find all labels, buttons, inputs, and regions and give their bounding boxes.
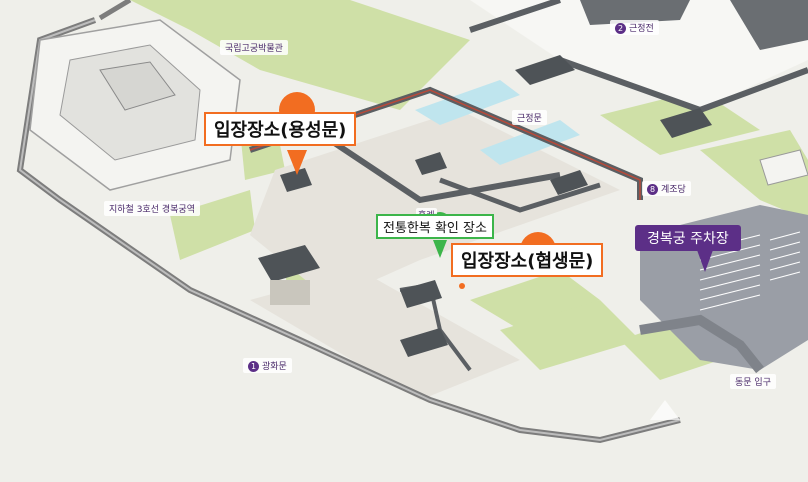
inner-gate-roof (415, 152, 447, 175)
marker-parking[interactable]: 경복궁 주차장 (635, 225, 741, 251)
grass-west (170, 190, 255, 260)
water-channel-2 (480, 120, 580, 165)
marker-hanbok-check[interactable]: 전통한복 확인 장소 (376, 214, 494, 239)
dot-hyeopsaengmun (459, 283, 465, 289)
number-2-icon: 2 (615, 23, 626, 34)
number-1-icon: 1 (248, 361, 259, 372)
marker-entrance-yongseongmun[interactable]: 입장장소(용성문) (204, 112, 357, 146)
east-road (639, 314, 764, 374)
east-office (759, 149, 808, 186)
gwanghwamun-roof (258, 245, 320, 282)
pin-yongseongmun (287, 150, 307, 175)
label-east-gate: 동문 입구 (730, 374, 776, 389)
inner-wall-mid (328, 137, 561, 204)
label-subway: 지하철 3호선 경복궁역 (104, 201, 200, 216)
number-8-icon: 8 (647, 184, 658, 195)
north-court (470, 0, 808, 110)
bottom-arrow (650, 400, 680, 420)
outer-plaza (250, 270, 520, 400)
east-pavilion-roof (550, 170, 588, 195)
grass-center-2 (500, 300, 640, 370)
wall-north (98, 0, 132, 21)
geunjeongmun-roof (515, 55, 575, 85)
yongseongmun-roof (280, 168, 312, 192)
label-museum: 국립고궁박물관 (220, 40, 288, 55)
marker-entrance-hyeopsaengmun[interactable]: 입장장소(협생문) (451, 243, 604, 277)
south-pavilion-roof (400, 328, 448, 357)
plaza (250, 110, 620, 300)
gwanghwamun-base (270, 280, 310, 305)
geunjeongjeon-roof (580, 0, 690, 25)
grass-center (470, 270, 600, 330)
outer-wall-inner (18, 19, 681, 442)
label-geunjeongmun: 근정문 (512, 110, 547, 125)
gyejodang-roof (660, 108, 712, 138)
inner-wall-south (439, 177, 601, 213)
ne-building-roof (730, 0, 808, 50)
grass-museum-north (130, 0, 470, 110)
museum-top (99, 61, 176, 111)
water-channel (415, 80, 520, 125)
grass-east-2 (700, 130, 808, 220)
pin-hanbok (433, 240, 447, 258)
hyeopsaengmun-roof (400, 280, 442, 308)
north-wall (469, 0, 561, 33)
pin-parking (697, 250, 713, 272)
